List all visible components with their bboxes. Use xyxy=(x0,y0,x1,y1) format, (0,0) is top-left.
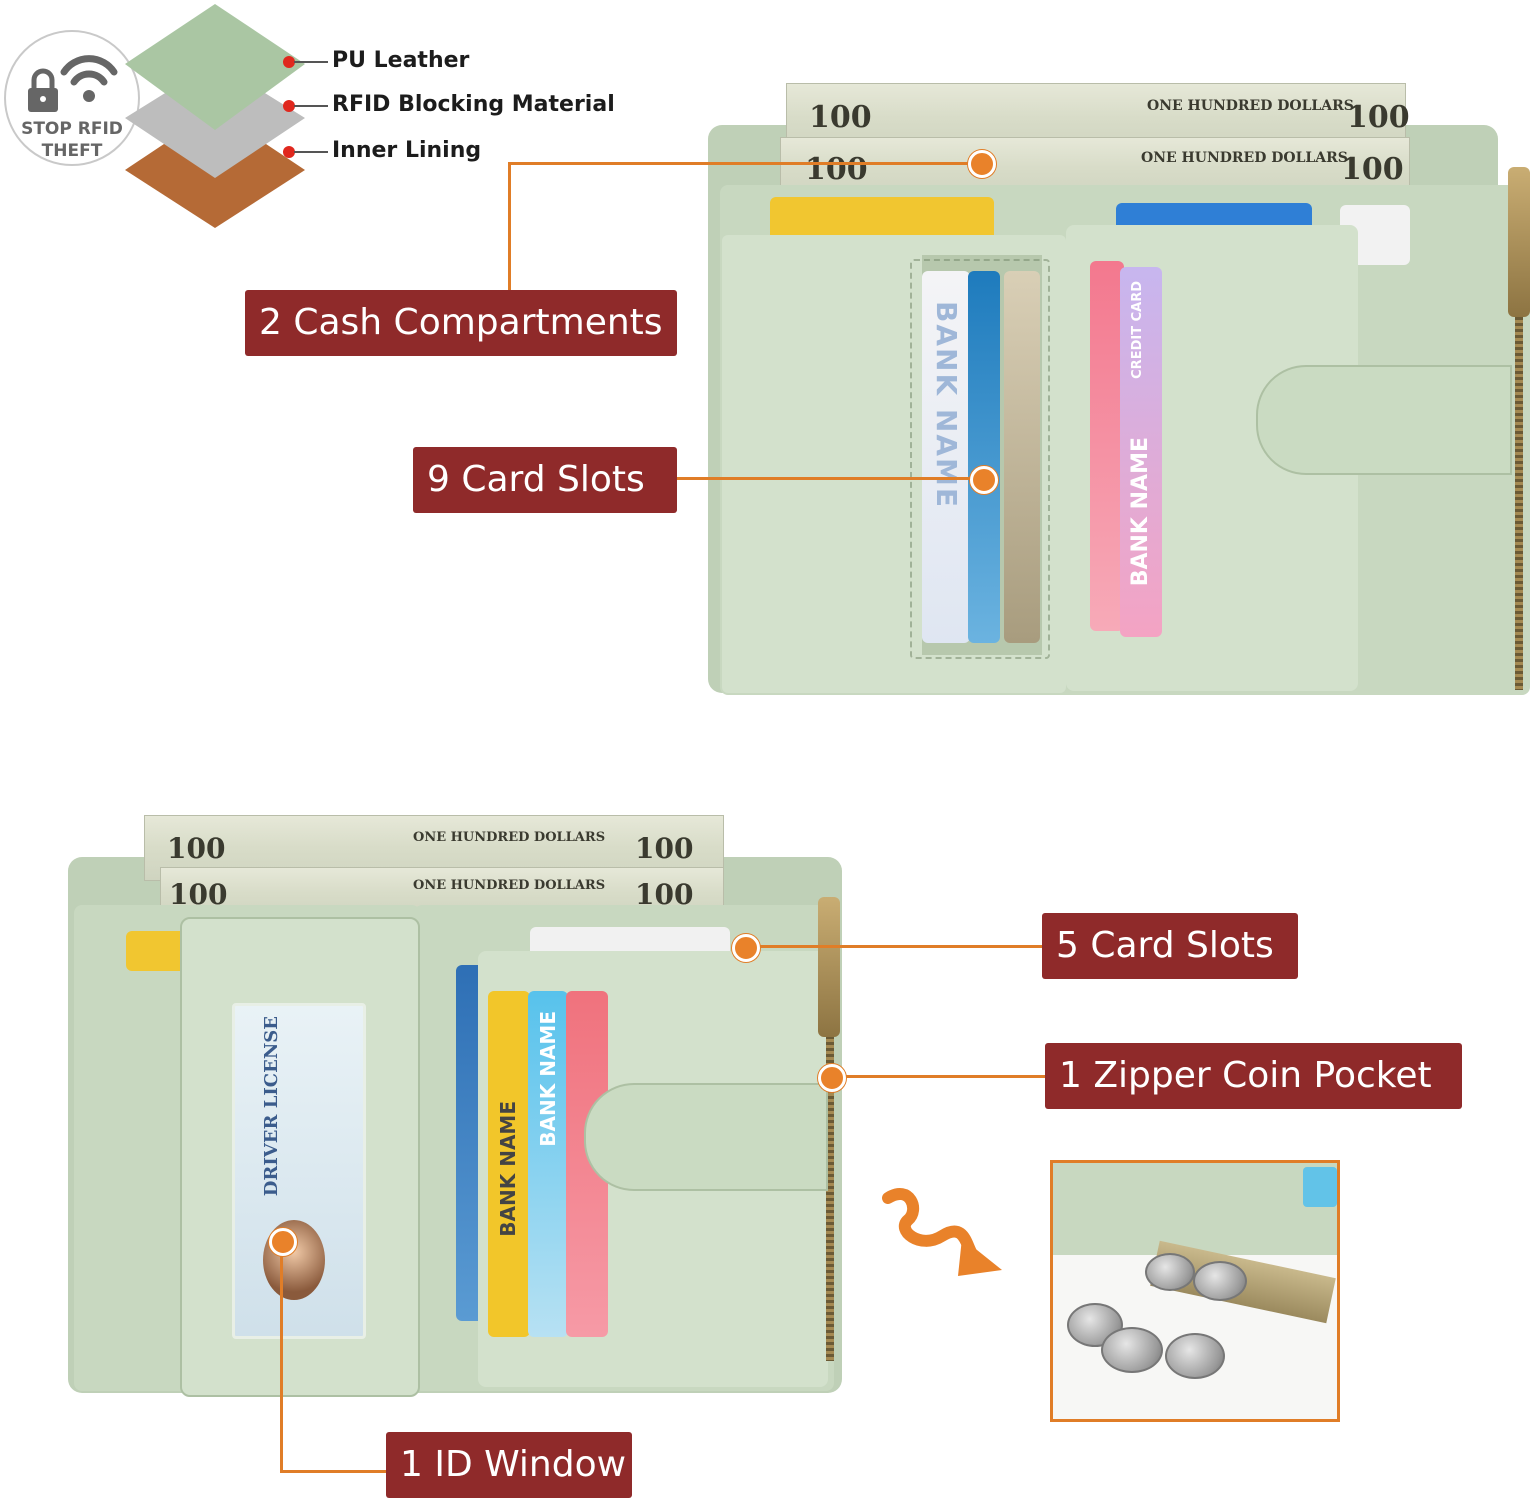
rfid-text-line1: STOP RFID xyxy=(21,119,123,139)
bill-2-denom-left: 100 xyxy=(805,152,868,187)
label-5-card-slots: 5 Card Slots xyxy=(1042,913,1298,979)
card-purple-bank-text: BANK NAME xyxy=(1128,437,1153,587)
connector-dot-5slots xyxy=(732,934,760,962)
inset-coin-5 xyxy=(1165,1333,1225,1379)
bill-1-denom-right: 100 xyxy=(1347,100,1410,135)
bottom-wallet-photo: 100 ONE HUNDRED DOLLARS 100 100 ONE HUND… xyxy=(64,805,864,1400)
zipper-pull xyxy=(1508,167,1530,317)
connector-id-v xyxy=(280,1240,283,1472)
snap-tab xyxy=(1256,365,1512,475)
connector-9slots xyxy=(676,477,976,480)
bill-3-denom-right: 100 xyxy=(635,832,694,865)
label-1-id-window: 1 ID Window xyxy=(386,1432,632,1498)
layer-label-pu: PU Leather xyxy=(332,48,470,73)
connector-dot-id xyxy=(269,1228,297,1256)
bill-4-caption: ONE HUNDRED DOLLARS xyxy=(413,878,606,893)
label-9-card-slots: 9 Card Slots xyxy=(413,447,677,513)
left-slot-stitch xyxy=(910,259,1050,659)
label-zipper-coin-pocket: 1 Zipper Coin Pocket xyxy=(1045,1043,1462,1109)
id-window: DRIVER LICENSE xyxy=(232,1003,366,1339)
connector-5slots xyxy=(744,945,1044,948)
inset-coin-2 xyxy=(1193,1261,1247,1301)
card-bank-blue xyxy=(968,271,1000,643)
bill-1-denom-left: 100 xyxy=(809,100,872,135)
card-yellow-2: BANK NAME xyxy=(488,991,530,1337)
license-title: DRIVER LICENSE xyxy=(261,1016,282,1197)
lock-wifi-icon xyxy=(28,55,118,112)
card-bank-white-text: BANK NAME xyxy=(930,301,963,509)
card-bank-gold xyxy=(1004,271,1040,643)
connector-dot-9slots xyxy=(970,466,998,494)
card-bank-white: BANK NAME xyxy=(922,271,970,643)
connector-dot-cash xyxy=(968,150,996,178)
zipper-track-2 xyxy=(826,901,834,1361)
layer-dot-1 xyxy=(283,56,295,68)
connector-dot-zipper xyxy=(818,1064,846,1092)
material-layers-graphic xyxy=(125,4,305,228)
bill-2-caption: ONE HUNDRED DOLLARS xyxy=(1141,150,1348,166)
bill-3-caption: ONE HUNDRED DOLLARS xyxy=(413,830,606,845)
layer-line-1 xyxy=(294,61,328,63)
layer-dot-3 xyxy=(283,146,295,158)
inset-card xyxy=(1303,1167,1337,1207)
inset-coin-3 xyxy=(1067,1303,1123,1347)
card-cyan-2: BANK NAME xyxy=(528,991,568,1337)
squiggle-arrow-icon xyxy=(882,1188,1002,1276)
zipper-pull-2 xyxy=(818,897,840,1037)
pu-leather-layer xyxy=(125,4,305,130)
card-credit-purple: CREDIT CARD BANK NAME xyxy=(1120,267,1162,637)
layer-label-rfid: RFID Blocking Material xyxy=(332,92,615,117)
bill-3-denom-left: 100 xyxy=(167,832,226,865)
label-cash-compartments: 2 Cash Compartments xyxy=(245,290,677,356)
rfid-text-line2: THEFT xyxy=(41,141,103,161)
zipper-track xyxy=(1515,170,1523,690)
bill-2-denom-right: 100 xyxy=(1341,152,1404,187)
coin-pocket-inset xyxy=(1050,1160,1340,1422)
connector-id-h xyxy=(280,1470,390,1473)
connector-cash-h xyxy=(508,162,982,165)
card-credit-text: CREDIT CARD xyxy=(1130,281,1145,379)
inset-wallet-top xyxy=(1053,1163,1337,1255)
inset-coin-1 xyxy=(1145,1253,1195,1291)
connector-cash-v xyxy=(508,162,511,292)
card-pink xyxy=(1090,261,1124,631)
rfid-badge: STOP RFID THEFT xyxy=(4,30,140,166)
rfid-badge-text: STOP RFID THEFT xyxy=(6,118,138,162)
card-cyan-bank-text: BANK NAME xyxy=(536,1011,560,1147)
snap-tab-2 xyxy=(584,1083,828,1191)
layer-dot-2 xyxy=(283,100,295,112)
card-yellow-bank-text: BANK NAME xyxy=(496,1101,520,1237)
top-wallet-photo: 100 ONE HUNDRED DOLLARS 100 100 ONE HUND… xyxy=(700,75,1533,700)
bill-1-caption: ONE HUNDRED DOLLARS xyxy=(1147,98,1354,114)
inset-coin-4 xyxy=(1101,1327,1163,1373)
connector-zipper xyxy=(830,1075,1046,1078)
layer-line-3 xyxy=(294,151,328,153)
layer-line-2 xyxy=(294,105,328,107)
layer-label-lining: Inner Lining xyxy=(332,138,482,163)
